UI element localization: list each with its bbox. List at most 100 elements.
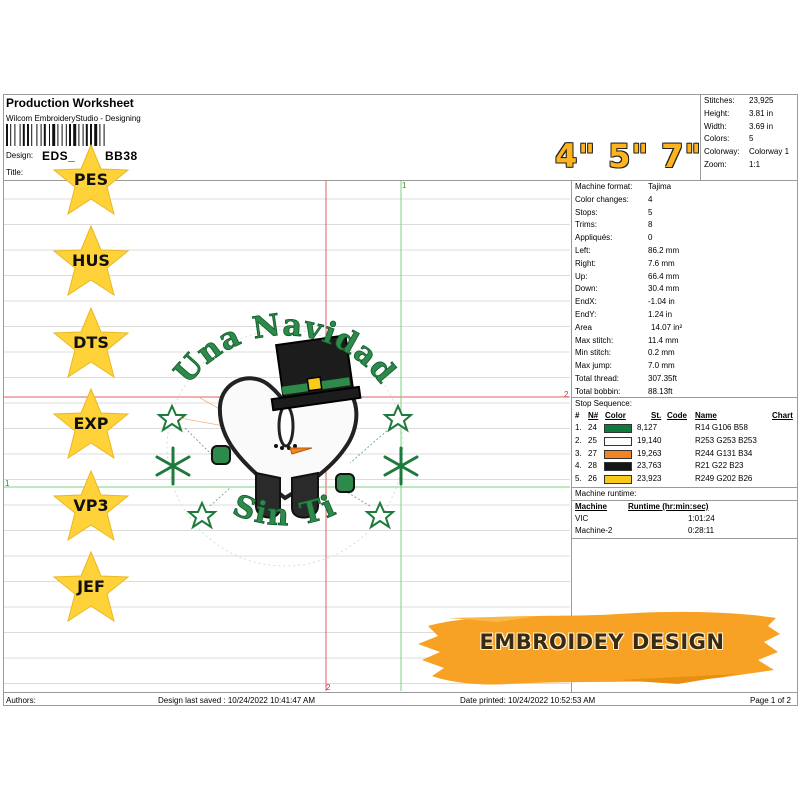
star-icon xyxy=(52,306,130,379)
zoom-label: Zoom: xyxy=(704,160,727,169)
left-mitten xyxy=(211,445,231,465)
design-value-suffix: BB38 xyxy=(105,149,138,163)
embroidery-artwork: Una Navidad Sin Ti xyxy=(155,307,419,567)
software-name: Wilcom EmbroideryStudio - Designing xyxy=(6,114,141,123)
stop-row-n: 26 xyxy=(588,474,597,484)
brush-banner xyxy=(418,611,780,685)
ring-outline xyxy=(166,329,404,567)
stop-row-num: 4. xyxy=(575,461,582,471)
design-value: EDS_ xyxy=(42,149,76,163)
spec-label: Down: xyxy=(575,284,598,294)
stop-row-stitches: 23,923 xyxy=(637,474,662,484)
guide-marker-top: 1 xyxy=(402,181,407,190)
stop-divider xyxy=(571,397,798,398)
format-star-vp3: VP3 xyxy=(52,469,130,543)
stop-row-n: 24 xyxy=(588,423,597,432)
format-label: EXP xyxy=(73,414,109,433)
col-st: St. xyxy=(651,411,662,420)
spec-label: Total thread: xyxy=(575,374,620,383)
runtime-machine-2: Machine-2 xyxy=(575,526,613,535)
spec-label: Min stitch: xyxy=(575,348,612,358)
color-swatch xyxy=(604,462,632,472)
height-label: Height: xyxy=(704,109,730,118)
star-icon xyxy=(186,500,218,530)
title-label: Title: xyxy=(6,168,24,177)
footer-authors: Authors: xyxy=(6,696,36,705)
colorway-label: Colorway: xyxy=(704,147,740,156)
right-leg xyxy=(291,471,319,519)
star-icon xyxy=(52,143,130,216)
height-value: 3.81 in xyxy=(749,109,774,118)
format-label: VP3 xyxy=(73,496,109,515)
format-label: DTS xyxy=(73,333,109,352)
col-num: # xyxy=(575,411,580,420)
spec-label: Max stitch: xyxy=(575,335,614,345)
col-n: N# xyxy=(588,411,599,420)
star-icon xyxy=(364,500,396,530)
stop-row-stitches: 8,127 xyxy=(637,423,658,432)
top-hat xyxy=(270,334,362,412)
spec-label: Appliqués: xyxy=(575,233,613,243)
spec-label: Total bobbin: xyxy=(575,386,621,396)
spec-label: Left: xyxy=(575,246,591,255)
color-swatch xyxy=(604,449,632,459)
runtime-title: Machine runtime: xyxy=(575,489,637,498)
spec-label: Trims: xyxy=(575,220,597,230)
col-chart: Chart xyxy=(772,411,793,420)
spec-value: 88.13ft xyxy=(648,386,673,396)
stop-row-num: 3. xyxy=(575,448,582,458)
colors-value: 5 xyxy=(749,134,754,143)
spec-value: 0.2 mm xyxy=(648,348,675,358)
runtime-col-time: Runtime (hr:min:sec) xyxy=(628,502,709,511)
stop-row-stitches: 23,763 xyxy=(637,461,662,471)
stop-row-name: R244 G131 B34 xyxy=(695,448,753,458)
stop-row-name: R21 G22 B23 xyxy=(695,461,744,471)
spec-label: EndX: xyxy=(575,297,597,307)
footer-last-saved: Design last saved : 10/24/2022 10:41:47 … xyxy=(158,696,315,705)
runtime-end-divider xyxy=(571,538,798,539)
col-name: Name xyxy=(695,411,717,420)
width-label: Width: xyxy=(704,122,727,131)
spec-value: 0 xyxy=(648,233,653,243)
spec-value: 1.24 in xyxy=(648,310,673,319)
footer-divider xyxy=(3,692,798,693)
color-swatch xyxy=(604,436,632,446)
stop-row-num: 5. xyxy=(575,474,582,484)
format-star-exp: EXP xyxy=(52,387,130,461)
snowflake-icon xyxy=(155,446,191,486)
spec-value: 4 xyxy=(648,194,653,204)
stop-sequence-title: Stop Sequence: xyxy=(575,399,632,408)
spec-value: -1.04 in xyxy=(648,297,675,307)
stop-row-n: 28 xyxy=(588,461,597,471)
stop-row-n: 25 xyxy=(588,435,597,445)
stop-row-name: R253 G253 B253 xyxy=(695,435,757,445)
guide-marker-bottom: 2 xyxy=(326,683,331,692)
format-star-dts: DTS xyxy=(52,306,130,380)
decor-stars xyxy=(156,403,414,530)
spec-value: 14.07 in² xyxy=(651,322,683,332)
color-swatch xyxy=(604,424,632,433)
spec-value: 7.6 mm xyxy=(648,258,675,268)
spec-label: Max jump: xyxy=(575,361,612,371)
col-color: Color xyxy=(605,411,626,420)
spec-label: Color changes: xyxy=(575,194,629,204)
star-icon xyxy=(156,403,188,433)
footer-page: Page 1 of 2 xyxy=(750,696,791,705)
sizes-label: 4" 5" 7" xyxy=(555,137,703,175)
right-mitten xyxy=(335,473,355,493)
stitches-value: 23,925 xyxy=(749,96,774,105)
format-label: PES xyxy=(73,170,109,189)
stop-row-name: R14 G106 B58 xyxy=(695,423,748,432)
colors-label: Colors: xyxy=(704,134,730,143)
header-divider xyxy=(3,180,798,181)
width-value: 3.69 in xyxy=(749,122,774,131)
guide-marker-right: 2 xyxy=(564,390,569,399)
stitches-label: Stitches: xyxy=(704,96,735,105)
spec-label: Stops: xyxy=(575,207,598,217)
format-star-pes: PES xyxy=(52,143,130,217)
spec-value: 7.0 mm xyxy=(648,361,675,371)
star-icon xyxy=(52,224,130,297)
stop-row-stitches: 19,140 xyxy=(637,435,662,445)
spec-label: EndY: xyxy=(575,310,597,319)
snowman-body xyxy=(277,404,295,448)
